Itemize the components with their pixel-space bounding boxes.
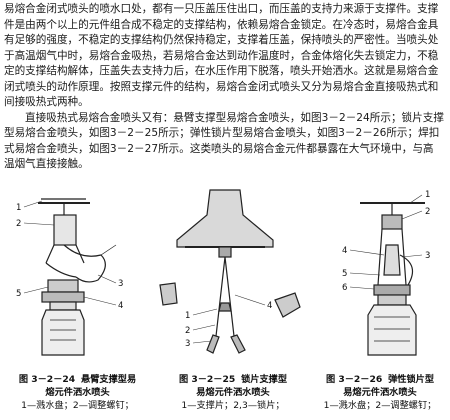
caption-title: 悬臂支撑型易 bbox=[81, 374, 137, 385]
label-6: 6 bbox=[342, 283, 347, 293]
figure-3-2-24-caption: 图 3－2－24 悬臂支撑型易 熔元件洒水喷头 1—溅水盘；2—调整螺钉； bbox=[0, 373, 155, 412]
caption-title: 弹性锁片型 bbox=[388, 374, 435, 385]
label-1: 1 bbox=[16, 203, 21, 213]
label-4: 4 bbox=[267, 301, 272, 311]
label-3: 3 bbox=[118, 279, 123, 289]
figure-row: 1 2 3 4 5 bbox=[0, 185, 450, 420]
label-4: 4 bbox=[118, 301, 123, 311]
figure-3-2-26-caption: 图 3－2－26 弹性锁片型 易熔元件洒水喷头 1—溅水盘；2—调整螺钉； bbox=[310, 373, 450, 412]
label-3: 3 bbox=[425, 251, 430, 261]
caption-parts: 1—溅水盘；2—调整螺钉； bbox=[323, 400, 437, 411]
figure-3-2-26-drawing: 1 2 3 4 5 6 bbox=[342, 190, 430, 356]
body-text: 易熔合金闭式喷头的喷水口处，都有一只压盖压住出口，而压盖的支持力来源于支撑件。支… bbox=[4, 2, 444, 173]
paragraph-1: 易熔合金闭式喷头的喷水口处，都有一只压盖压住出口，而压盖的支持力来源于支撑件。支… bbox=[4, 3, 439, 108]
figure-3-2-24-drawing: 1 2 3 4 5 bbox=[16, 198, 123, 356]
caption-title: 锁片支撑型 bbox=[241, 374, 288, 385]
label-1: 1 bbox=[425, 190, 430, 200]
figure-3-2-25-drawing: 1 2 3 4 bbox=[159, 189, 301, 354]
label-1: 1 bbox=[185, 311, 190, 321]
caption-title-cont: 熔元件洒水喷头 bbox=[45, 387, 110, 398]
label-3: 3 bbox=[185, 339, 190, 349]
label-2: 2 bbox=[185, 326, 190, 336]
caption-number: 图 3－2－25 bbox=[178, 374, 236, 385]
label-2: 2 bbox=[425, 207, 430, 217]
figure-3-2-25-caption: 图 3－2－25 锁片支撑型 易熔元件洒水喷头 1—支撑片；2,3—锁片； bbox=[158, 373, 308, 412]
paragraph-2: 直接吸热式易熔合金喷头又有：悬臂支撑型易熔合金喷头，如图3－2－24所示；锁片支… bbox=[4, 111, 444, 171]
caption-parts: 1—溅水盘；2—调整螺钉； bbox=[21, 400, 134, 411]
label-5: 5 bbox=[342, 269, 347, 279]
label-5: 5 bbox=[16, 289, 21, 299]
caption-number: 图 3－2－24 bbox=[18, 374, 76, 385]
label-2: 2 bbox=[16, 219, 21, 229]
caption-parts: 1—支撑片；2,3—锁片； bbox=[181, 400, 285, 411]
label-4: 4 bbox=[342, 246, 347, 256]
caption-title-cont: 易熔元件洒水喷头 bbox=[196, 387, 270, 398]
caption-number: 图 3－2－26 bbox=[325, 374, 383, 385]
caption-title-cont: 易熔元件洒水喷头 bbox=[343, 387, 417, 398]
